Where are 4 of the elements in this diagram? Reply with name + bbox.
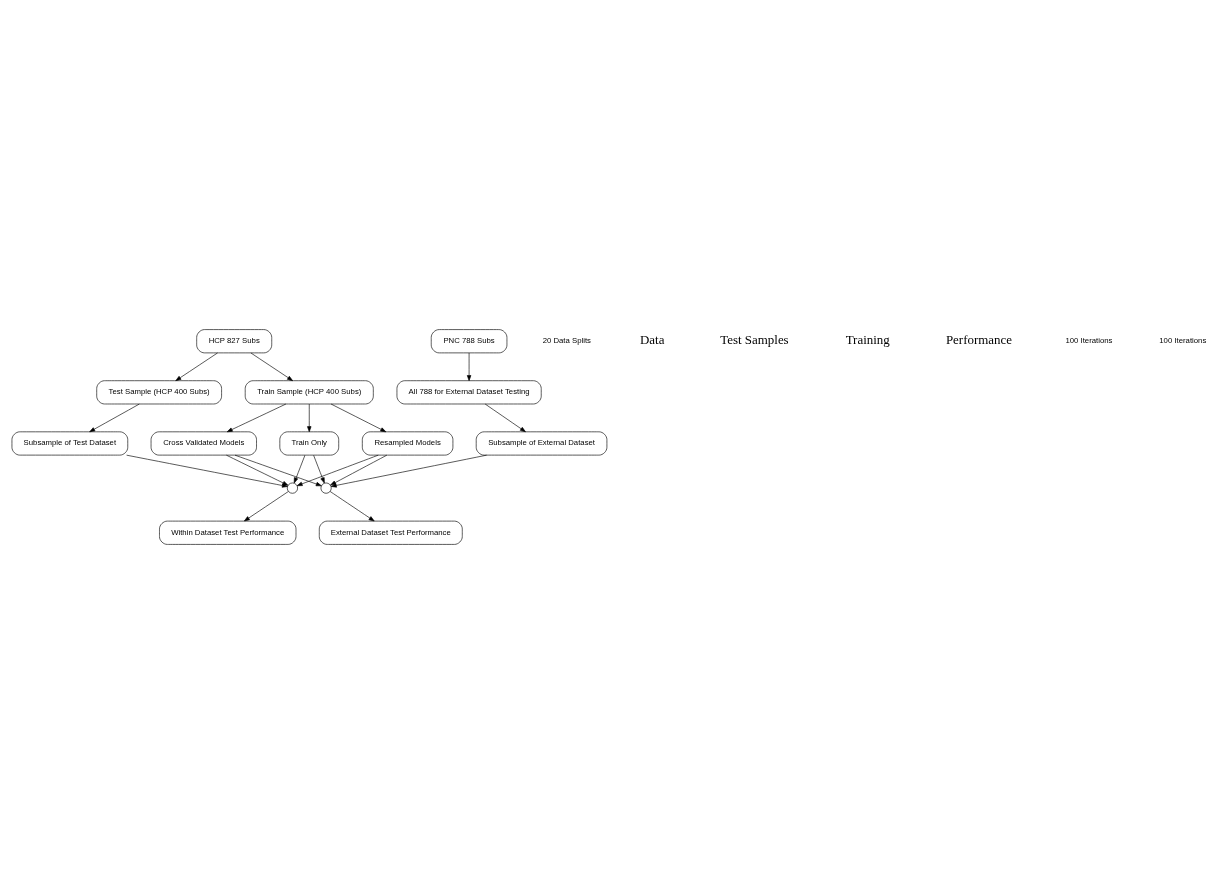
label: Training <box>845 332 890 348</box>
label: Performance <box>945 332 1013 348</box>
label: Test Samples <box>720 332 789 348</box>
label: Data <box>639 332 665 348</box>
